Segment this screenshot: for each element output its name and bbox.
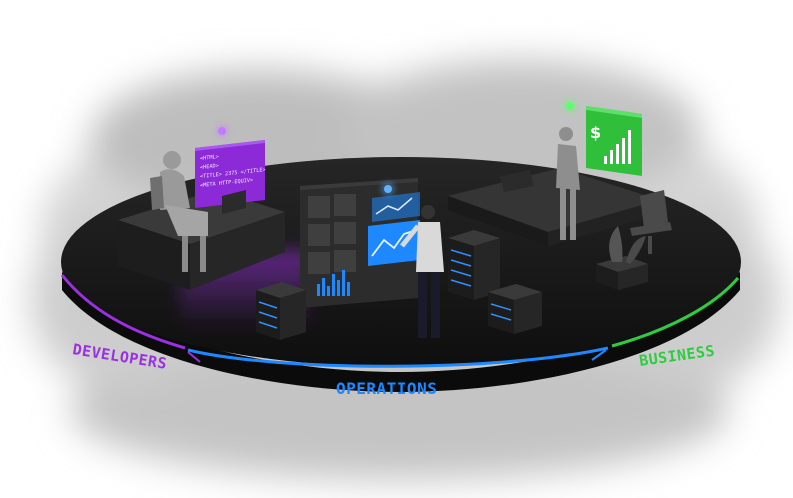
business-person [556,127,580,240]
developer-code-screen [195,140,265,208]
developer-chair [150,176,164,210]
bar-graph-icon [317,270,350,296]
divider-right [591,349,607,361]
code-line: <HEAD> [200,163,219,171]
code-line: <META HTTP-EQUIV> [200,177,253,189]
dollar-sign-icon: $ [590,123,601,142]
developers-rim [60,274,186,350]
dashboard-panels [308,194,356,274]
developer-person [160,151,208,272]
operations-person [400,205,444,338]
server-rack [448,230,500,300]
code-line: <HTML> [200,154,219,162]
business-rim [611,277,740,348]
operations-label: OPERATIONS [336,379,437,398]
plant-pot [596,226,648,290]
hologram-screen-top [372,192,420,222]
divider-left [187,351,201,363]
operations-area [256,178,542,340]
platform-edge [62,272,740,392]
server-rack [488,284,542,334]
operations-rim [187,346,609,368]
business-area: $ [448,99,672,290]
server-rack [256,282,306,340]
office-chair [630,190,672,254]
hologram-screen-main [368,220,420,266]
revenue-bars [604,130,631,164]
